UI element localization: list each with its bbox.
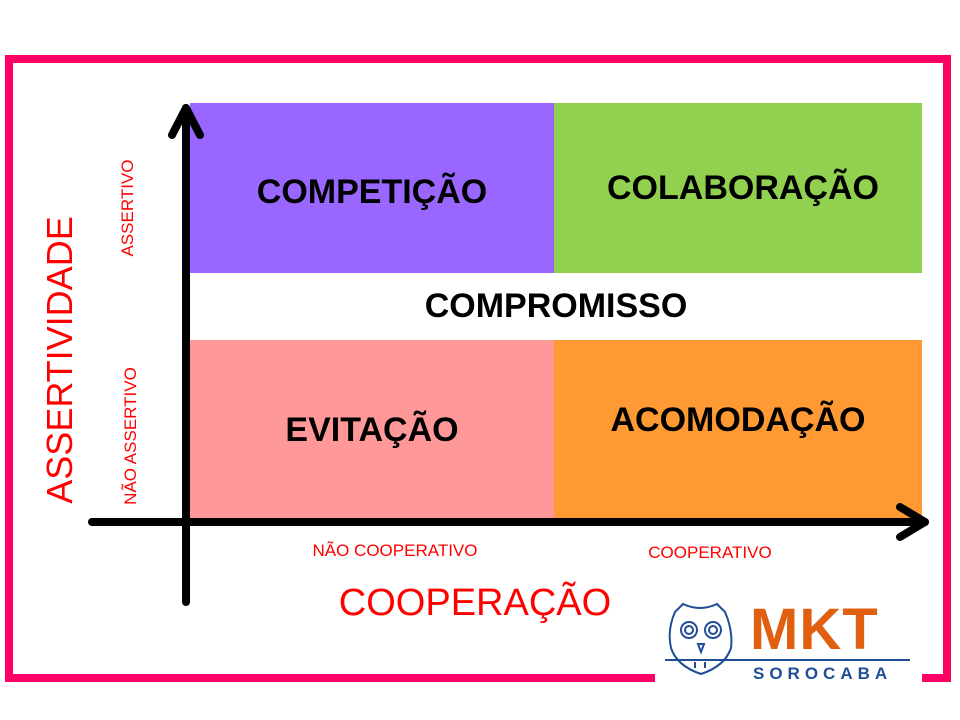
frame-border-top <box>5 55 951 63</box>
y-axis-arrow-icon <box>168 104 204 139</box>
quadrant-competicao: COMPETIÇÃO <box>190 103 554 273</box>
quadrant-colaboracao: COLABORAÇÃO <box>554 103 922 273</box>
y-axis-title: ASSERTIVIDADE <box>39 216 80 504</box>
logo: MKT SOROCABA <box>665 600 915 685</box>
logo-sub: SOROCABA <box>753 664 893 683</box>
frame-border-left <box>5 55 13 682</box>
quadrant-label: COMPETIÇÃO <box>256 172 488 211</box>
quadrant-label: ACOMODAÇÃO <box>610 400 866 439</box>
x-axis-arrow-icon <box>896 503 929 541</box>
y-axis-high-label: ASSERTIVO <box>118 159 137 257</box>
frame-border-bottom-left <box>5 674 655 682</box>
owl-icon <box>668 602 733 676</box>
center-compromisso: COMPROMISSO <box>424 287 688 325</box>
x-axis-high-label: COOPERATIVO <box>648 543 772 562</box>
quadrant-label: COLABORAÇÃO <box>607 168 879 207</box>
logo-underline <box>665 659 910 661</box>
frame-border-right <box>943 55 951 682</box>
quadrant-evitacao: EVITAÇÃO <box>190 340 554 520</box>
logo-main: MKT <box>750 597 879 662</box>
quadrant-acomodacao: ACOMODAÇÃO <box>554 340 922 520</box>
y-axis-low-label: NÃO ASSERTIVO <box>121 367 140 505</box>
frame-border-bottom-right <box>922 674 951 682</box>
quadrant-label: EVITAÇÃO <box>285 410 459 449</box>
x-axis-low-label: NÃO COOPERATIVO <box>312 541 478 560</box>
x-axis-title: COOPERAÇÃO <box>338 582 612 624</box>
